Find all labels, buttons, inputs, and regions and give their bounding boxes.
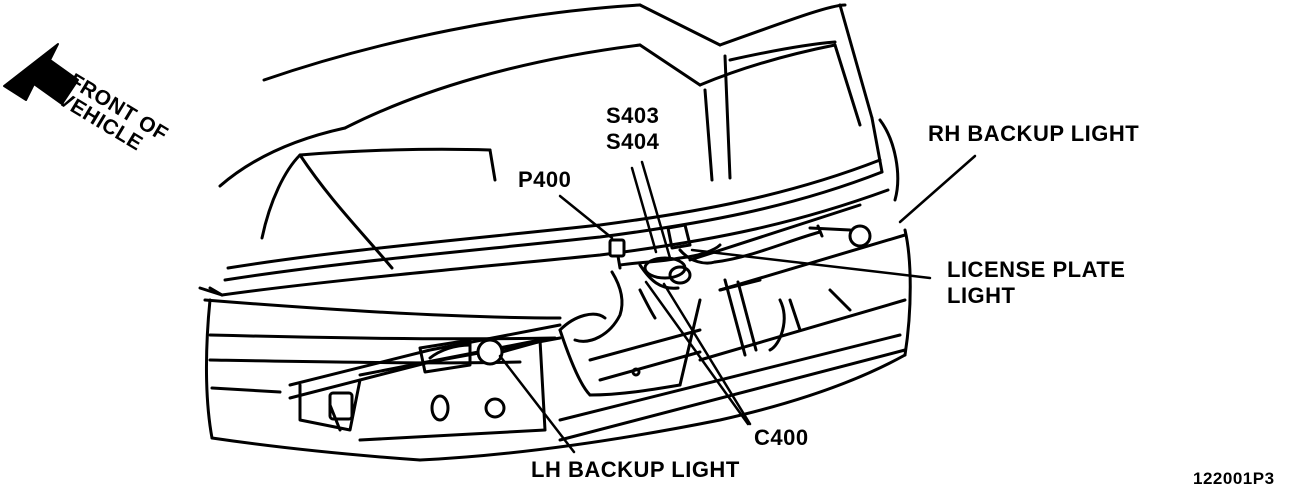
license-plate-area <box>558 278 852 397</box>
s404-label: S404 <box>606 129 660 154</box>
leader-lh-backup <box>498 354 576 454</box>
leader-s403-b <box>640 160 672 260</box>
leader-c400-b <box>662 282 752 426</box>
leader-p400 <box>558 194 614 240</box>
leader-rh-backup <box>898 154 977 224</box>
license-plate-light-label: LICENSE PLATE LIGHT <box>947 257 1125 309</box>
p400-label: P400 <box>518 167 572 192</box>
rear-window-frame <box>260 40 837 270</box>
leader-s403-a <box>630 166 658 254</box>
s403-label: S403 <box>606 103 660 128</box>
roof-outline <box>218 3 874 188</box>
leader-lines <box>498 154 977 454</box>
lh-lamp-assembly <box>288 323 562 442</box>
license-plate-light-line-2: LIGHT <box>947 283 1016 308</box>
license-plate-light-line-1: LICENSE PLATE <box>947 257 1126 282</box>
front-direction-arrow <box>3 43 79 105</box>
leader-c400-a <box>644 280 750 426</box>
lh-backup-light-label: LH BACKUP LIGHT <box>531 457 740 482</box>
rear-bumper <box>203 203 912 462</box>
figure-code: 122001P3 <box>1193 469 1275 488</box>
c400-label: C400 <box>754 425 809 450</box>
rh-backup-light-label: RH BACKUP LIGHT <box>928 121 1140 146</box>
leader-license-plate <box>690 248 932 280</box>
wiring-harness <box>573 223 872 343</box>
trunk-lid <box>198 116 900 297</box>
